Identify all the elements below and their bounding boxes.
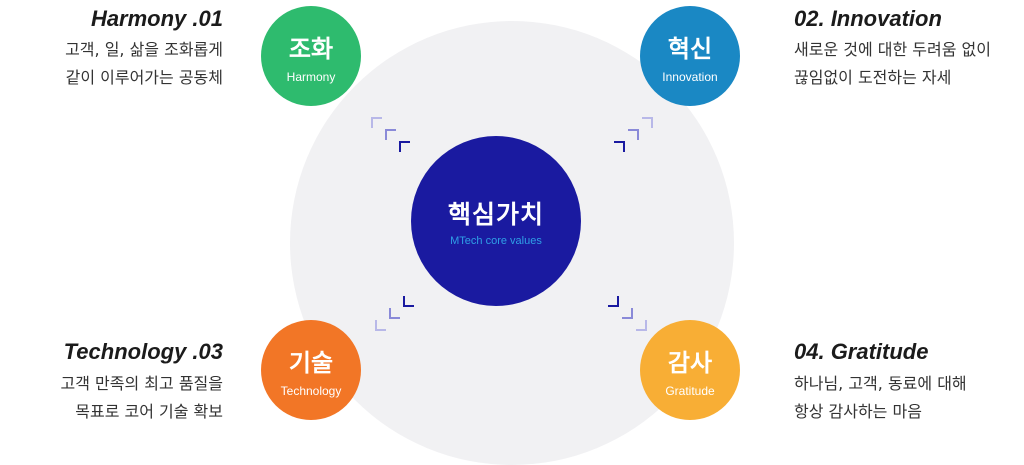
bracket-top-right-mid (628, 129, 639, 140)
bracket-top-left-mid (385, 129, 396, 140)
value-circle-harmony: 조화 Harmony (261, 6, 361, 106)
value-subtitle: Gratitude (665, 383, 715, 398)
value-subtitle: Harmony (286, 69, 336, 84)
bracket-bottom-right-mid (622, 308, 633, 319)
value-title: 기술 (288, 348, 334, 377)
value-circle-innovation: 혁신 Innovation (640, 6, 740, 106)
description-line: 목표로 코어 기술 확보 (75, 402, 223, 421)
core-title: 핵심가치 (447, 200, 544, 229)
core-values-circle: 핵심가치 MTech core values (411, 136, 581, 306)
description-line: 고객, 일, 삶을 조화롭게 (65, 40, 223, 59)
value-heading-technology: Technology .03 (63, 339, 223, 364)
bracket-top-right-light (642, 117, 653, 128)
bracket-bottom-left-light (375, 320, 386, 331)
value-heading-innovation: 02. Innovation (794, 6, 942, 31)
bracket-bottom-left-dark (403, 296, 414, 307)
description-line: 항상 감사하는 마음 (794, 402, 922, 421)
description-line: 끊임없이 도전하는 자세 (794, 68, 952, 87)
description-line: 고객 만족의 최고 품질을 (60, 374, 223, 393)
value-description-harmony: 고객, 일, 삶을 조화롭게 같이 이루어가는 공동체 (65, 36, 223, 92)
connector-brackets (371, 117, 653, 331)
value-title: 조화 (288, 34, 334, 63)
core-subtitle: MTech core values (450, 235, 542, 247)
description-line: 같이 이루어가는 공동체 (65, 68, 223, 87)
bracket-bottom-right-light (636, 320, 647, 331)
bracket-bottom-left-mid (389, 308, 400, 319)
description-line: 새로운 것에 대한 두려움 없이 (794, 40, 991, 59)
value-title: 감사 (667, 348, 713, 377)
value-description-technology: 고객 만족의 최고 품질을 목표로 코어 기술 확보 (61, 370, 223, 426)
value-circle-gratitude: 감사 Gratitude (640, 320, 740, 420)
bracket-bottom-right-dark (608, 296, 619, 307)
bracket-top-left-light (371, 117, 382, 128)
description-line: 하나님, 고객, 동료에 대해 (794, 374, 967, 393)
value-title: 혁신 (667, 34, 713, 63)
core-values-diagram: 핵심가치 MTech core values 조화 Harmony Harmon… (61, 6, 991, 465)
value-description-innovation: 새로운 것에 대한 두려움 없이 끊임없이 도전하는 자세 (794, 36, 991, 92)
bracket-top-right-dark (614, 141, 625, 152)
value-circle-technology: 기술 Technology (261, 320, 361, 420)
value-heading-harmony: Harmony .01 (90, 6, 223, 31)
value-heading-gratitude: 04. Gratitude (794, 339, 929, 364)
value-subtitle: Innovation (662, 69, 718, 84)
value-subtitle: Technology (280, 383, 342, 398)
bracket-top-left-dark (399, 141, 410, 152)
value-description-gratitude: 하나님, 고객, 동료에 대해 항상 감사하는 마음 (794, 370, 967, 426)
